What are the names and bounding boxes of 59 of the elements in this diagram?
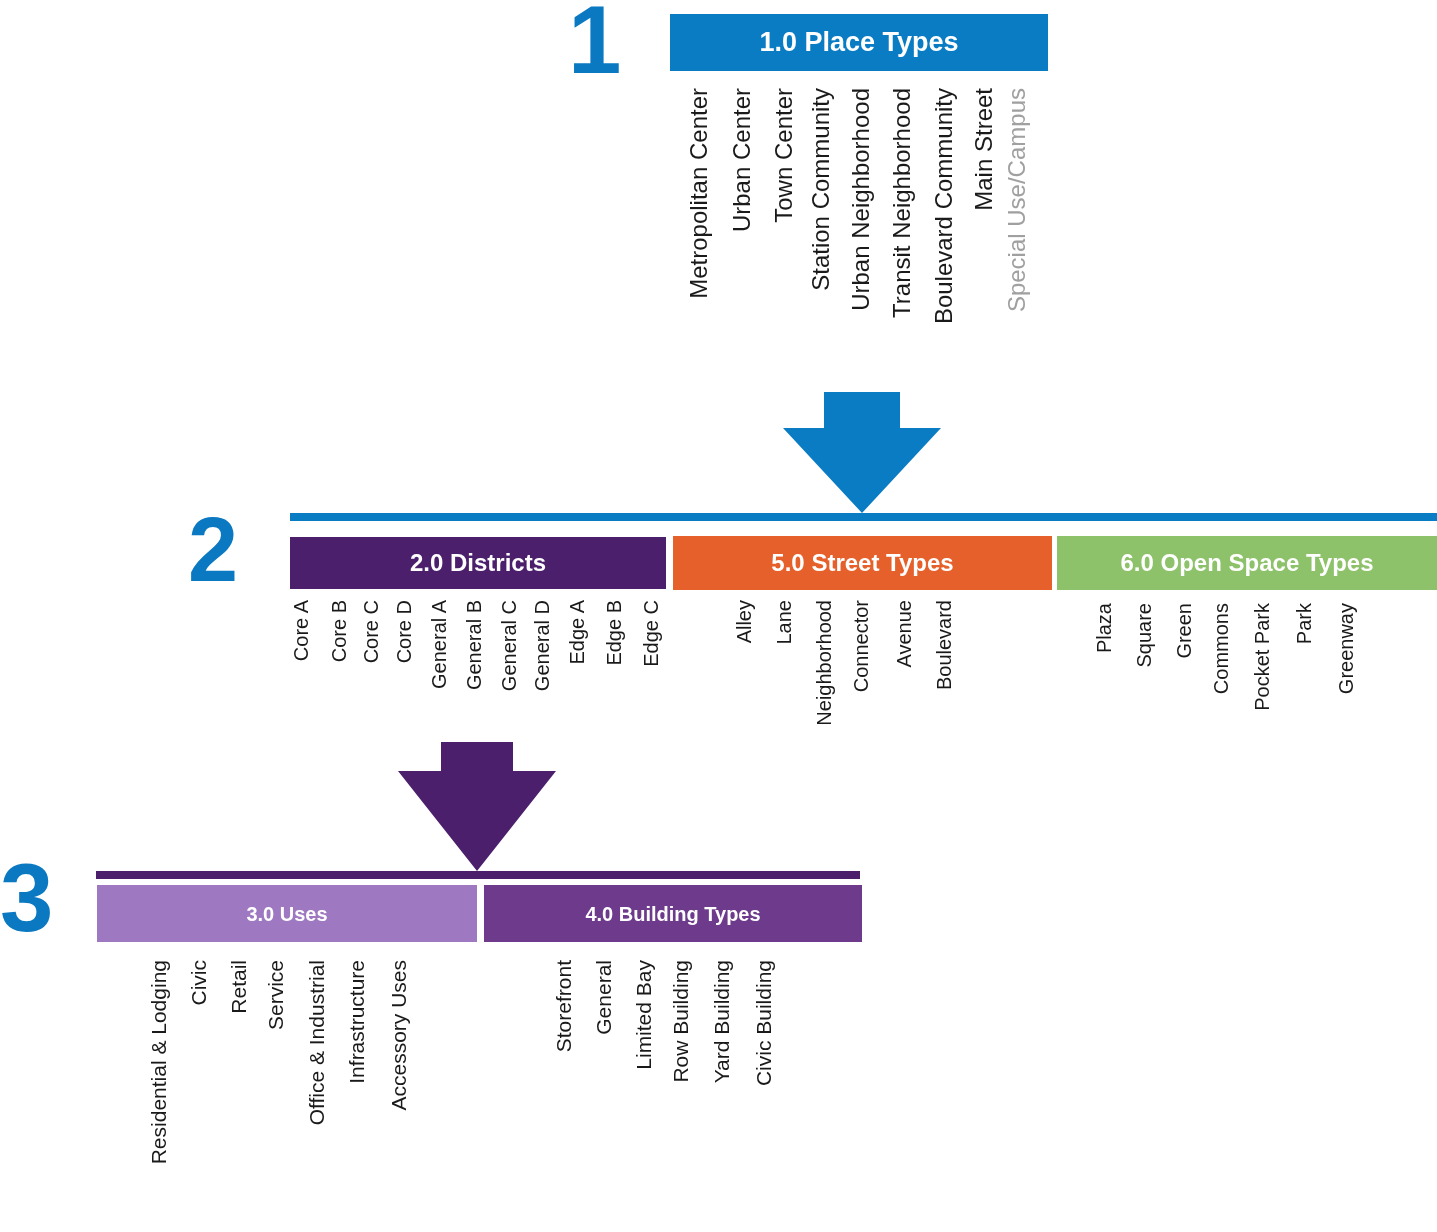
list-item-label: Infrastructure xyxy=(346,960,368,1084)
list-item-label: Square xyxy=(1134,603,1154,668)
list-item-label: Lane xyxy=(774,600,794,645)
category-header: 5.0 Street Types xyxy=(673,536,1052,590)
list-item-label: Core C xyxy=(361,600,381,664)
list-item-label: Core D xyxy=(394,600,414,664)
list-item-label: Edge B xyxy=(604,600,624,666)
list-item-label: Office & Industrial xyxy=(306,960,328,1126)
list-item-label: Town Center xyxy=(771,88,796,223)
list-item-label: Boulevard xyxy=(934,600,954,691)
list-item-label: Neighborhood xyxy=(814,600,834,726)
list-item-label: Plaza xyxy=(1094,603,1114,654)
list-item-label: General D xyxy=(532,600,552,692)
category-header: 1.0 Place Types xyxy=(670,14,1048,71)
list-item-label: Civic Building xyxy=(753,960,775,1087)
list-item-label: General xyxy=(593,960,615,1035)
list-item-label: Retail xyxy=(228,960,250,1014)
list-item-label: Edge A xyxy=(567,600,587,665)
list-item-label: General C xyxy=(499,600,519,692)
category-header: 3.0 Uses xyxy=(97,885,477,942)
list-item-label: General B xyxy=(464,600,484,691)
list-item-label: Transit Neighborhood xyxy=(889,88,914,318)
list-item-label: General A xyxy=(429,600,449,689)
list-item-label: Residential & Lodging xyxy=(148,960,170,1165)
list-item-label: Alley xyxy=(734,600,754,644)
list-item-label: Storefront xyxy=(553,960,575,1053)
list-item-label: Core A xyxy=(291,600,311,662)
list-item-label: Row Building xyxy=(670,960,692,1083)
block-arrow xyxy=(783,392,941,513)
list-item-label: Urban Center xyxy=(729,88,754,233)
list-item-label: Greenway xyxy=(1336,603,1356,695)
category-header: 2.0 Districts xyxy=(290,537,666,589)
list-item-label: Avenue xyxy=(894,600,914,668)
list-item-label: Pocket Park xyxy=(1252,603,1272,711)
list-item-label: Station Community xyxy=(808,88,833,291)
list-item-label: Service xyxy=(265,960,287,1031)
list-item-label: Special Use/Campus xyxy=(1004,88,1029,313)
list-item-label: Metropolitan Center xyxy=(686,88,711,299)
list-item-label: Edge C xyxy=(641,600,661,667)
category-header: 6.0 Open Space Types xyxy=(1057,536,1437,590)
step-number: 1 xyxy=(568,0,617,88)
list-item-label: Core B xyxy=(329,600,349,663)
step-number: 2 xyxy=(188,505,234,595)
list-item-label: Park xyxy=(1294,603,1314,645)
list-item-label: Green xyxy=(1174,603,1194,659)
list-item-label: Civic xyxy=(188,960,210,1006)
step-number: 3 xyxy=(0,850,49,946)
category-header: 4.0 Building Types xyxy=(484,885,862,942)
list-item-label: Accessory Uses xyxy=(388,960,410,1111)
divider-bar xyxy=(290,513,1437,521)
list-item-label: Urban Neighborhood xyxy=(848,88,873,311)
list-item-label: Limited Bay xyxy=(633,960,655,1070)
list-item-label: Commons xyxy=(1211,603,1231,695)
list-item-label: Main Street xyxy=(971,88,996,211)
block-arrow xyxy=(398,742,556,871)
list-item-label: Boulevard Community xyxy=(931,88,956,325)
divider-bar xyxy=(96,871,860,879)
list-item-label: Yard Building xyxy=(711,960,733,1084)
list-item-label: Connector xyxy=(851,600,871,693)
